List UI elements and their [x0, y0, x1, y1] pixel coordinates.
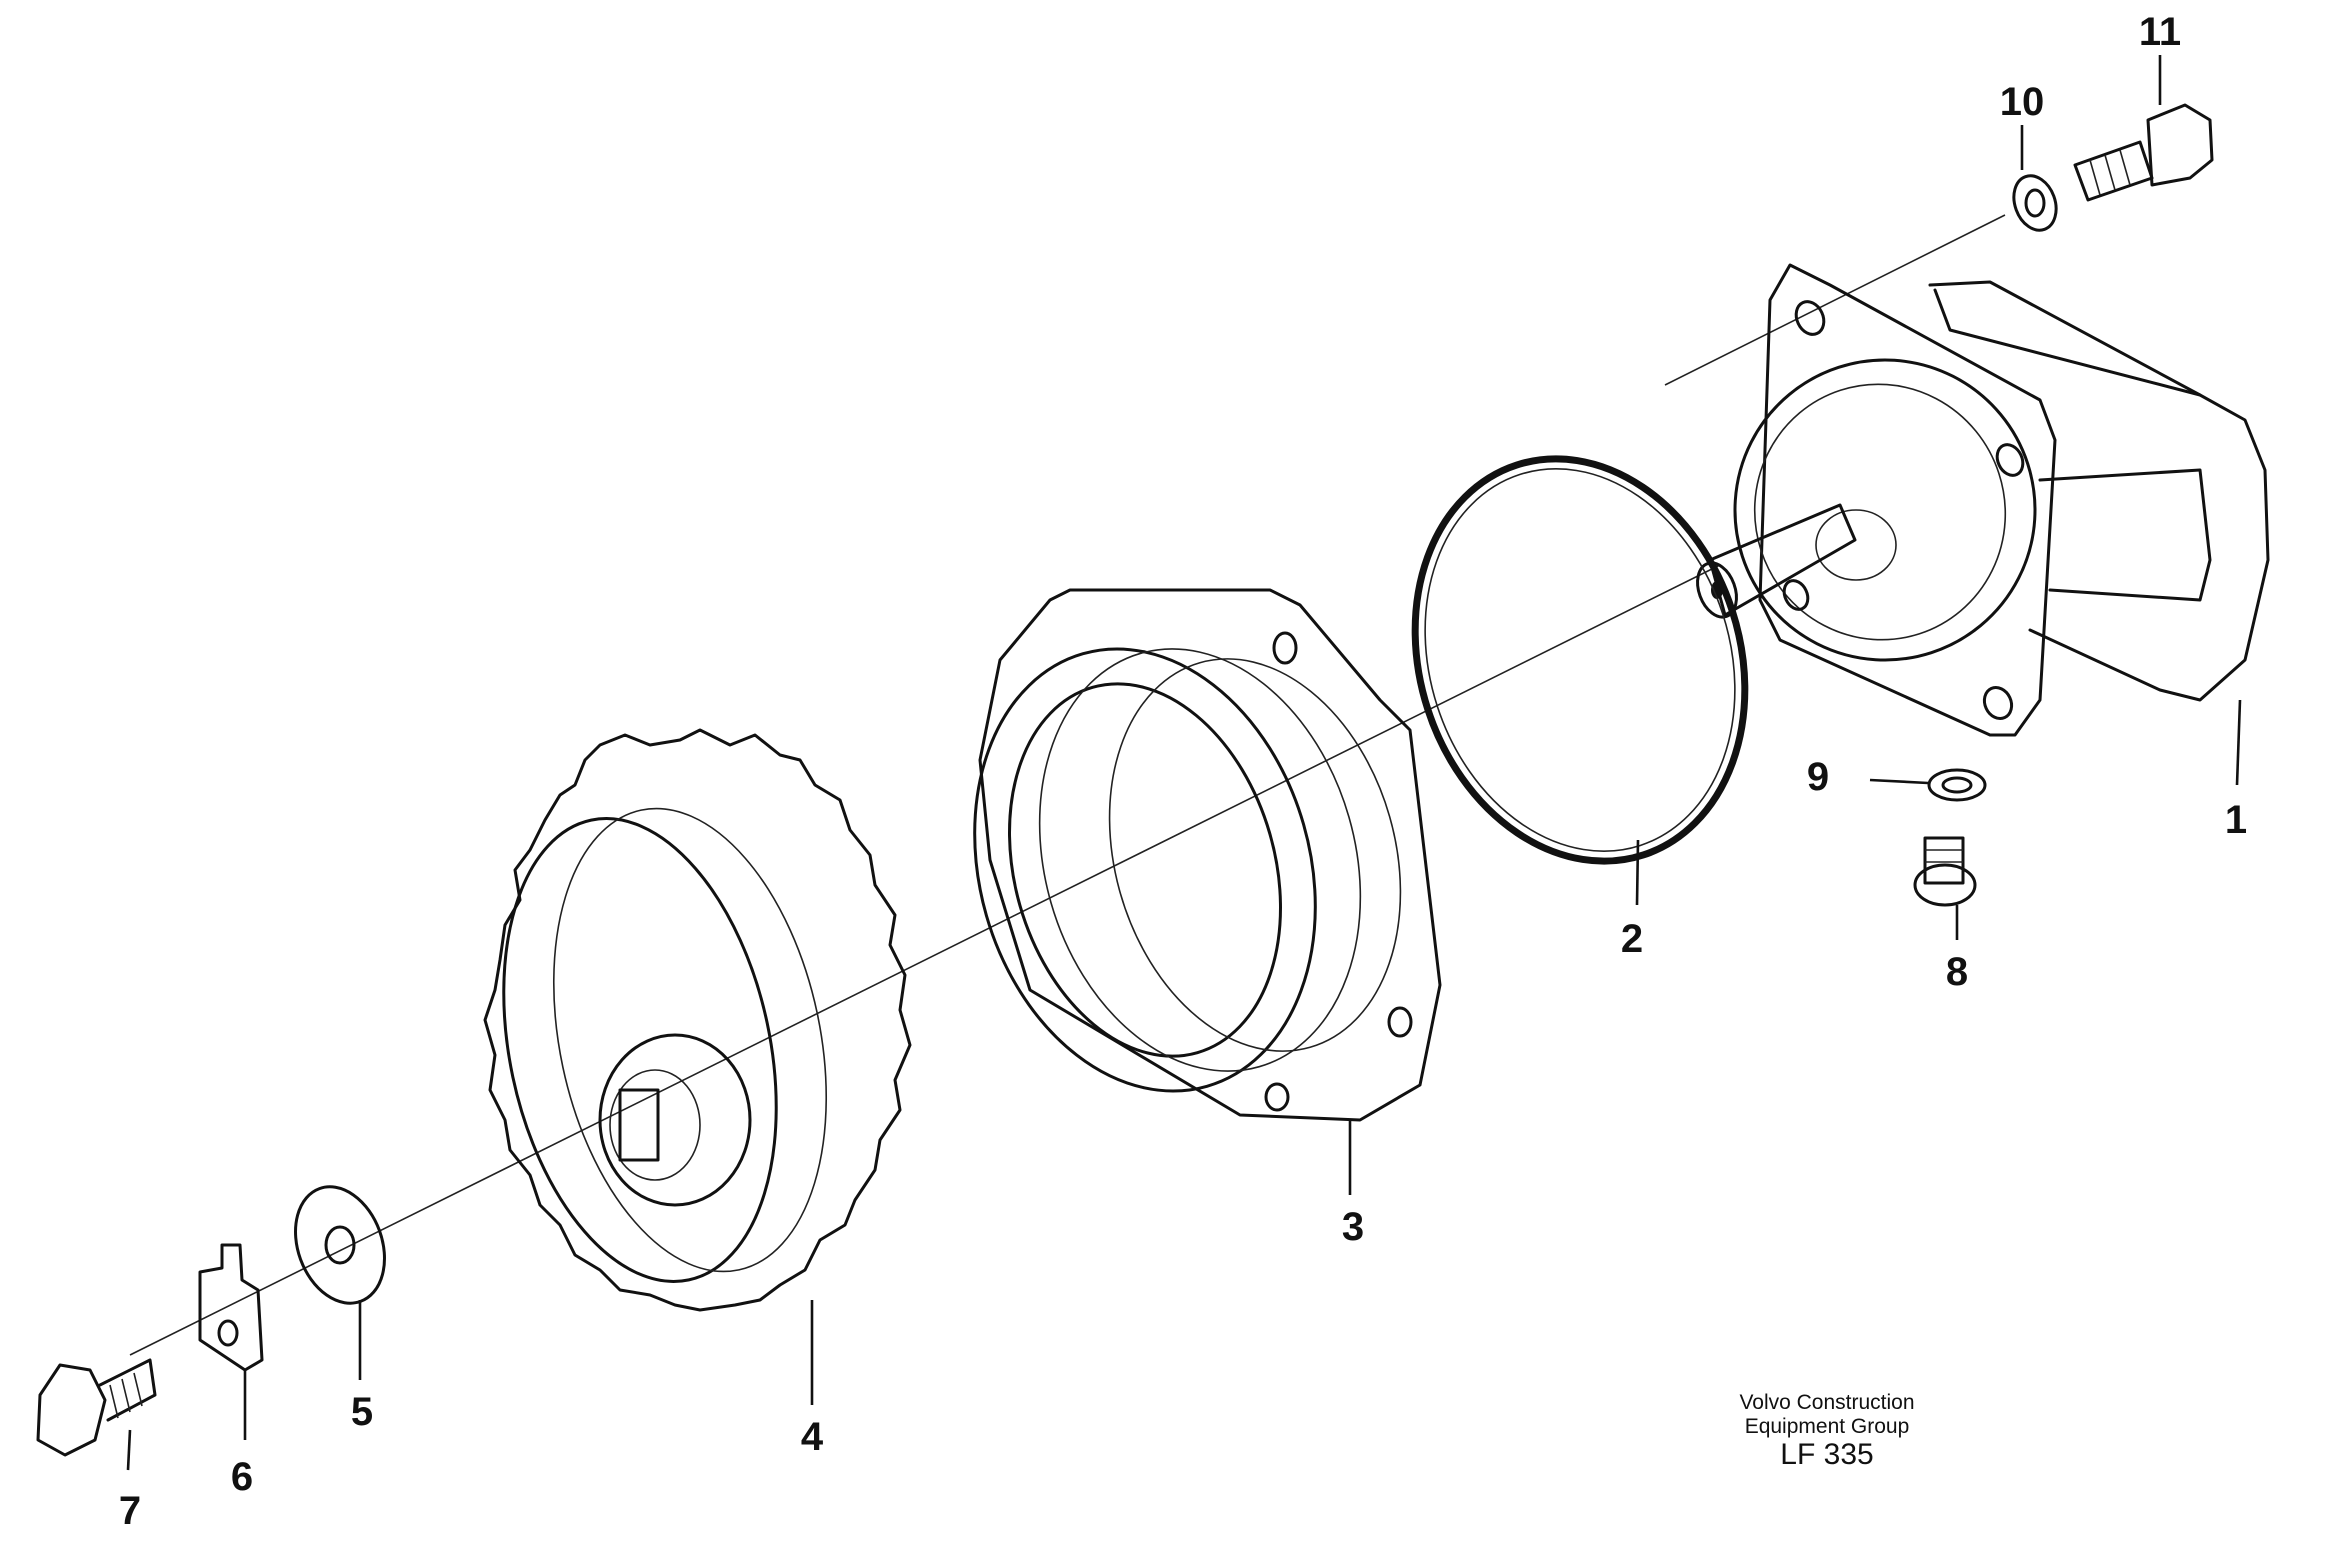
part-9-washer	[1927, 768, 1987, 802]
part-3-flange	[973, 588, 1442, 1122]
figure-code: LF 335	[1780, 1438, 1874, 1471]
company-caption: Volvo Construction Equipment Group	[1697, 1391, 1957, 1439]
part-5-washer	[294, 1185, 386, 1305]
company-line-1: Volvo Construction	[1739, 1391, 1915, 1414]
part-10-washer	[2012, 174, 2058, 232]
callout-8: 8	[1946, 950, 1968, 994]
callout-1: 1	[2225, 798, 2247, 842]
callout-2: 2	[1621, 917, 1643, 961]
callout-3: 3	[1342, 1205, 1364, 1249]
callout-11: 11	[2139, 10, 2181, 54]
company-line-2: Equipment Group	[1744, 1415, 1910, 1438]
callout-labels: 1 2 3 4 5 6 7 8 9 10 11	[119, 10, 2247, 1533]
callout-6: 6	[231, 1455, 253, 1499]
callout-7: 7	[119, 1489, 141, 1533]
part-1-housing	[1696, 263, 2270, 737]
leader-lines	[126, 55, 2242, 1471]
assembly-axis	[129, 214, 2006, 1356]
part-7-bolt	[36, 1358, 157, 1457]
callout-9: 9	[1807, 755, 1829, 799]
callout-5: 5	[351, 1390, 373, 1434]
callout-4: 4	[801, 1415, 824, 1459]
part-8-plug	[1913, 836, 1977, 907]
part-4-gear	[483, 728, 912, 1312]
callout-10: 10	[2000, 80, 2045, 124]
part-6-lock-plate	[198, 1243, 264, 1372]
part-2-o-ring	[1411, 455, 1749, 865]
part-11-bolt	[2073, 103, 2214, 202]
